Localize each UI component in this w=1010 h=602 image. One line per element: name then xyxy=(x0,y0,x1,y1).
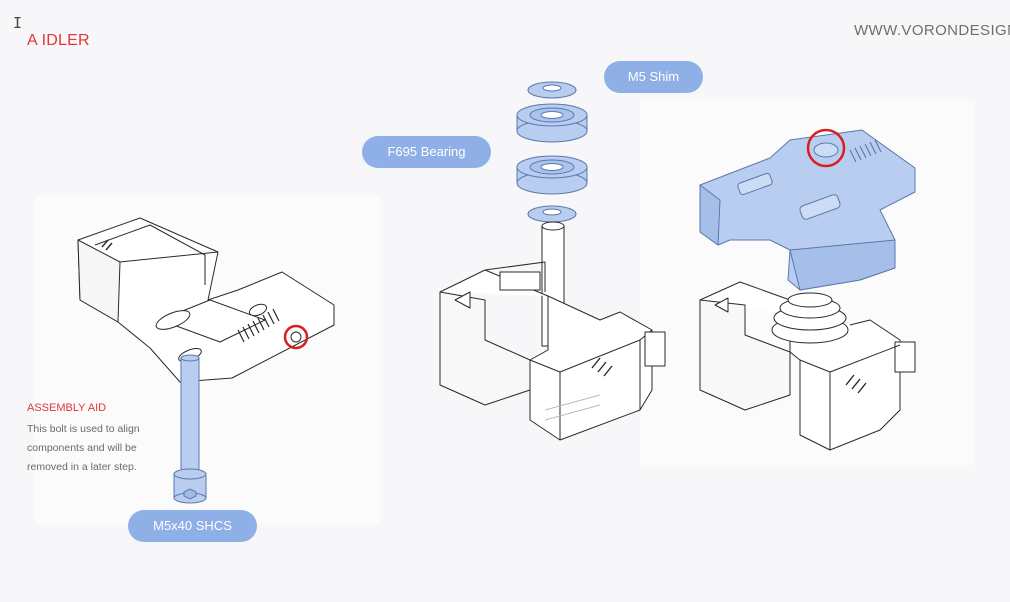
f695-bearing-bottom xyxy=(516,155,588,195)
f695-bearing-top xyxy=(516,103,588,143)
left-highlight-circle xyxy=(283,324,309,350)
assembly-aid-title: ASSEMBLY AID xyxy=(27,402,107,414)
right-highlight-circle xyxy=(806,128,846,168)
m5-shim-top xyxy=(527,81,577,99)
m5-shim-label: M5 Shim xyxy=(604,61,703,93)
left-idler-part xyxy=(77,217,335,383)
right-idler-top-blue xyxy=(699,129,916,291)
page-title: A IDLER xyxy=(27,32,90,49)
m5x40-bolt xyxy=(173,354,207,504)
center-idler-base xyxy=(439,221,666,441)
assembly-aid-body: This bolt is used to align components an… xyxy=(27,423,140,473)
website-url: WWW.VORONDESIGN xyxy=(854,22,1010,39)
m5-shim-bottom xyxy=(527,205,577,223)
text-cursor-icon: I xyxy=(13,14,23,32)
m5x40-shcs-label: M5x40 SHCS xyxy=(128,510,257,542)
f695-bearing-label: F695 Bearing xyxy=(362,136,491,168)
right-idler-base xyxy=(699,281,916,451)
